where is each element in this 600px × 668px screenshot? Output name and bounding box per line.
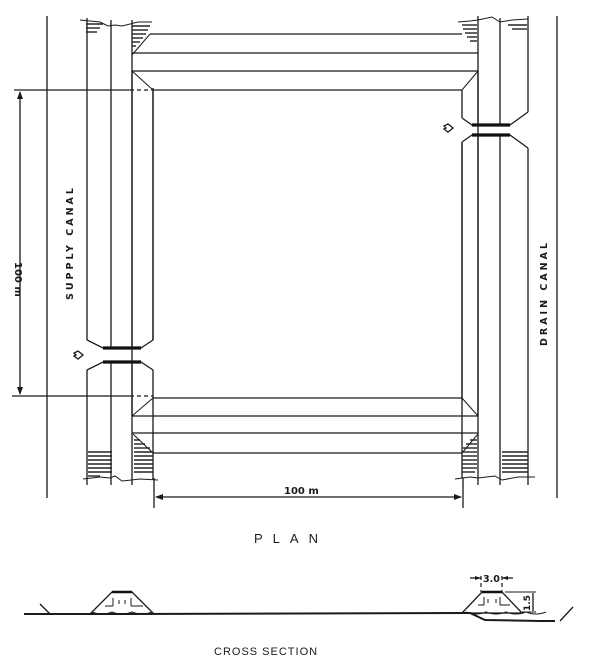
horizontal-dimension-label: 100 m bbox=[284, 486, 319, 497]
supply-canal-label: SUPPLY CANAL bbox=[65, 185, 76, 300]
drain-canal-label: DRAIN CANAL bbox=[539, 240, 550, 346]
top-dike bbox=[132, 33, 478, 72]
plan-view: SUPPLY CANAL DRAIN CANAL 100 m 100 m PLA… bbox=[12, 16, 558, 546]
drain-canal bbox=[442, 16, 529, 485]
dike-height-label: 1.5 bbox=[523, 595, 533, 611]
bottom-dike bbox=[132, 415, 478, 454]
top-right-cut-hatch bbox=[457, 16, 529, 42]
left-dike-section bbox=[88, 590, 156, 615]
crest-width-label: 3.0 bbox=[483, 574, 500, 585]
bottom-right-cut-hatch bbox=[454, 433, 535, 481]
plan-title: PLAN bbox=[254, 531, 328, 546]
horizontal-dimension bbox=[153, 478, 464, 508]
right-dike-section bbox=[460, 576, 574, 622]
vertical-dimension-label: 100 m bbox=[12, 262, 23, 297]
basin-outline bbox=[131, 70, 479, 417]
top-left-cut-hatch bbox=[79, 19, 152, 56]
supply-canal bbox=[72, 18, 154, 485]
flow-arrow-icon bbox=[72, 350, 85, 360]
bottom-left-cut-hatch bbox=[82, 433, 159, 482]
cross-section-view: 3.0 1.5 CROSS SECTION bbox=[24, 574, 574, 658]
vertical-dimension bbox=[12, 89, 153, 397]
cross-section-title: CROSS SECTION bbox=[214, 646, 318, 658]
flow-arrow-icon bbox=[442, 123, 455, 133]
